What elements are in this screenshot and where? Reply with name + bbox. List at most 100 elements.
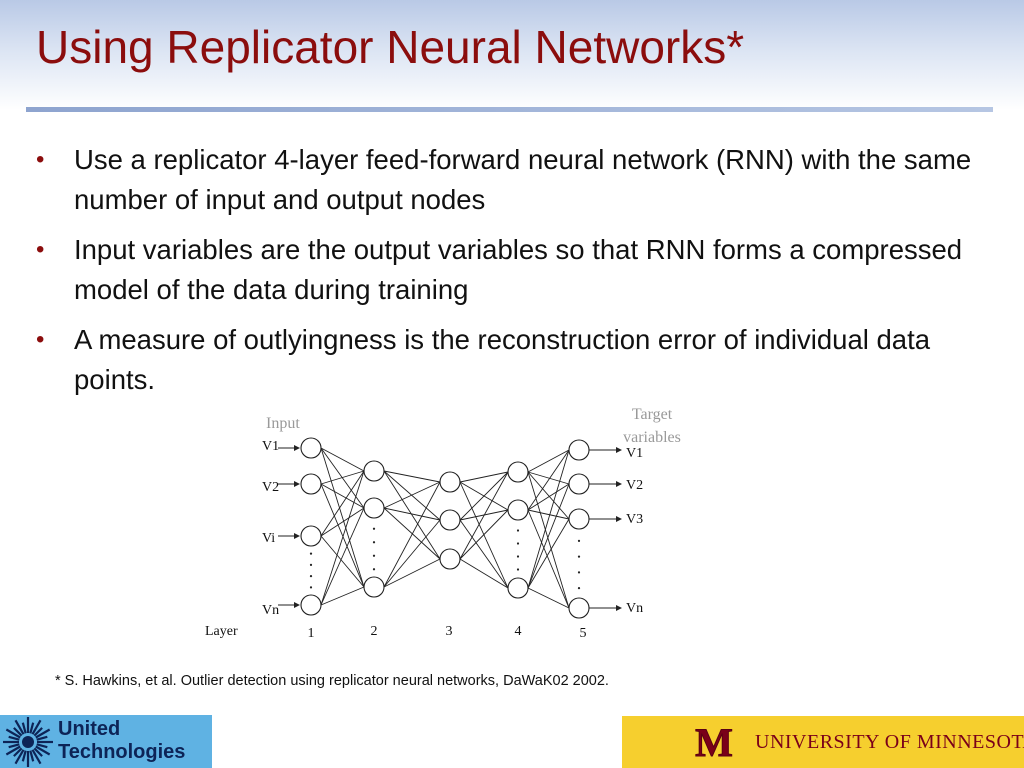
connection-edge [527, 449, 570, 511]
connection-edge [459, 471, 509, 521]
sunburst-ray [8, 743, 20, 749]
ellipsis-dot [372, 554, 376, 557]
connection-edge [459, 471, 509, 560]
umn-m-mark: M [695, 722, 734, 762]
neuron-node [300, 437, 322, 459]
sunburst-ray [8, 735, 20, 741]
sunburst-ray [35, 728, 51, 739]
connection-edge [320, 483, 365, 509]
ellipsis-dot [372, 568, 376, 571]
connection-edge [383, 481, 441, 509]
sunburst-ray [13, 727, 23, 737]
connection-edge [320, 507, 365, 537]
bullet-item: •Use a replicator 4-layer feed-forward n… [36, 140, 996, 220]
connection-edge [320, 507, 365, 606]
connection-edge [527, 518, 570, 589]
sunburst-ray [29, 750, 35, 762]
neuron-node [507, 577, 529, 599]
connection-edge [383, 470, 441, 483]
sunburst-ray [35, 745, 51, 756]
neuron-node [363, 576, 385, 598]
connection-edge [527, 483, 570, 589]
sunburst-ray [33, 727, 43, 737]
bullet-text: A measure of outlyingness is the reconst… [74, 324, 931, 395]
target-label-line2: variables [623, 429, 681, 446]
neuron-node [300, 525, 322, 547]
diagram-ellipsis [309, 527, 581, 590]
connection-edge [320, 470, 365, 537]
neuron-node [568, 439, 590, 461]
connection-edge [459, 471, 509, 483]
sunburst-ray [14, 749, 25, 765]
output-arrow-head [616, 447, 622, 453]
output-arrow-head [616, 481, 622, 487]
ellipsis-dot [309, 575, 313, 578]
neuron-node [439, 548, 461, 570]
slide-title: Using Replicator Neural Networks* [36, 21, 745, 73]
ellipsis-dot [309, 563, 313, 566]
layer-number: 5 [580, 626, 587, 641]
connection-edge [320, 535, 365, 588]
ellipsis-dot [516, 542, 520, 545]
ellipsis-dot [309, 586, 313, 589]
layer-number: 2 [371, 624, 378, 639]
connection-edge [459, 558, 509, 589]
output-arrow-head [616, 516, 622, 522]
input-arrow-head [294, 445, 300, 451]
neuron-node [363, 497, 385, 519]
neuron-node [300, 473, 322, 495]
sunburst-icon [3, 717, 53, 767]
rnn-diagram: Input Target variables V1 V2 Vi Vn V1 V2… [205, 406, 681, 641]
neuron-node [439, 509, 461, 531]
layer-axis-label: Layer [205, 624, 238, 639]
connection-edge [383, 507, 441, 521]
bullet-item: • A measure of outlyingness is the recons… [36, 320, 996, 400]
ellipsis-dot [577, 539, 581, 542]
connection-edge [527, 509, 570, 609]
sunburst-ray [29, 722, 35, 734]
input-arrow-head [294, 602, 300, 608]
connection-edge [383, 558, 441, 588]
umn-wordmark: UNIVERSITY OF MINNESOTA [755, 731, 1024, 753]
sunburst-ray [14, 719, 25, 735]
connection-edge [527, 471, 570, 485]
neuron-node [568, 508, 590, 530]
title-band [0, 0, 1024, 110]
target-label-line1: Target [632, 406, 673, 423]
sunburst-ray [31, 749, 42, 765]
ellipsis-dot [516, 568, 520, 571]
layer-number: 1 [308, 626, 315, 641]
ellipsis-dot [516, 555, 520, 558]
connection-edge [383, 481, 441, 588]
connection-edge [383, 507, 441, 560]
output-var-label: V1 [626, 446, 643, 461]
layer-number: 4 [515, 624, 522, 639]
connection-edge [527, 483, 570, 511]
sunburst-ray [31, 719, 42, 735]
connection-edge [459, 519, 509, 589]
bullet-marker: • [36, 326, 45, 353]
input-var-label: Vn [262, 603, 279, 618]
ut-logo-line1: United [58, 718, 121, 740]
bullet-list: •Use a replicator 4-layer feed-forward n… [36, 140, 996, 410]
umn-m-letter: M [695, 722, 733, 762]
neuron-node [568, 473, 590, 495]
university-of-minnesota-logo: M UNIVERSITY OF MINNESOTA [622, 716, 1024, 768]
bullet-item: •Input variables are the output variable… [36, 230, 996, 310]
input-var-label: Vi [262, 531, 275, 546]
neuron-node [300, 594, 322, 616]
sunburst-ray [36, 735, 48, 741]
connection-edge [527, 449, 570, 473]
connection-edge [320, 470, 365, 485]
connection-edge [527, 449, 570, 589]
ellipsis-dot [577, 555, 581, 558]
connection-edge [383, 470, 441, 560]
connection-edge [320, 447, 365, 472]
connection-edge [459, 509, 509, 560]
connection-edge [383, 519, 441, 588]
output-var-label: Vn [626, 601, 643, 616]
united-technologies-logo: United Technologies [0, 715, 212, 768]
connection-edge [320, 483, 365, 588]
connection-edge [383, 470, 441, 521]
connection-edge [527, 471, 570, 609]
